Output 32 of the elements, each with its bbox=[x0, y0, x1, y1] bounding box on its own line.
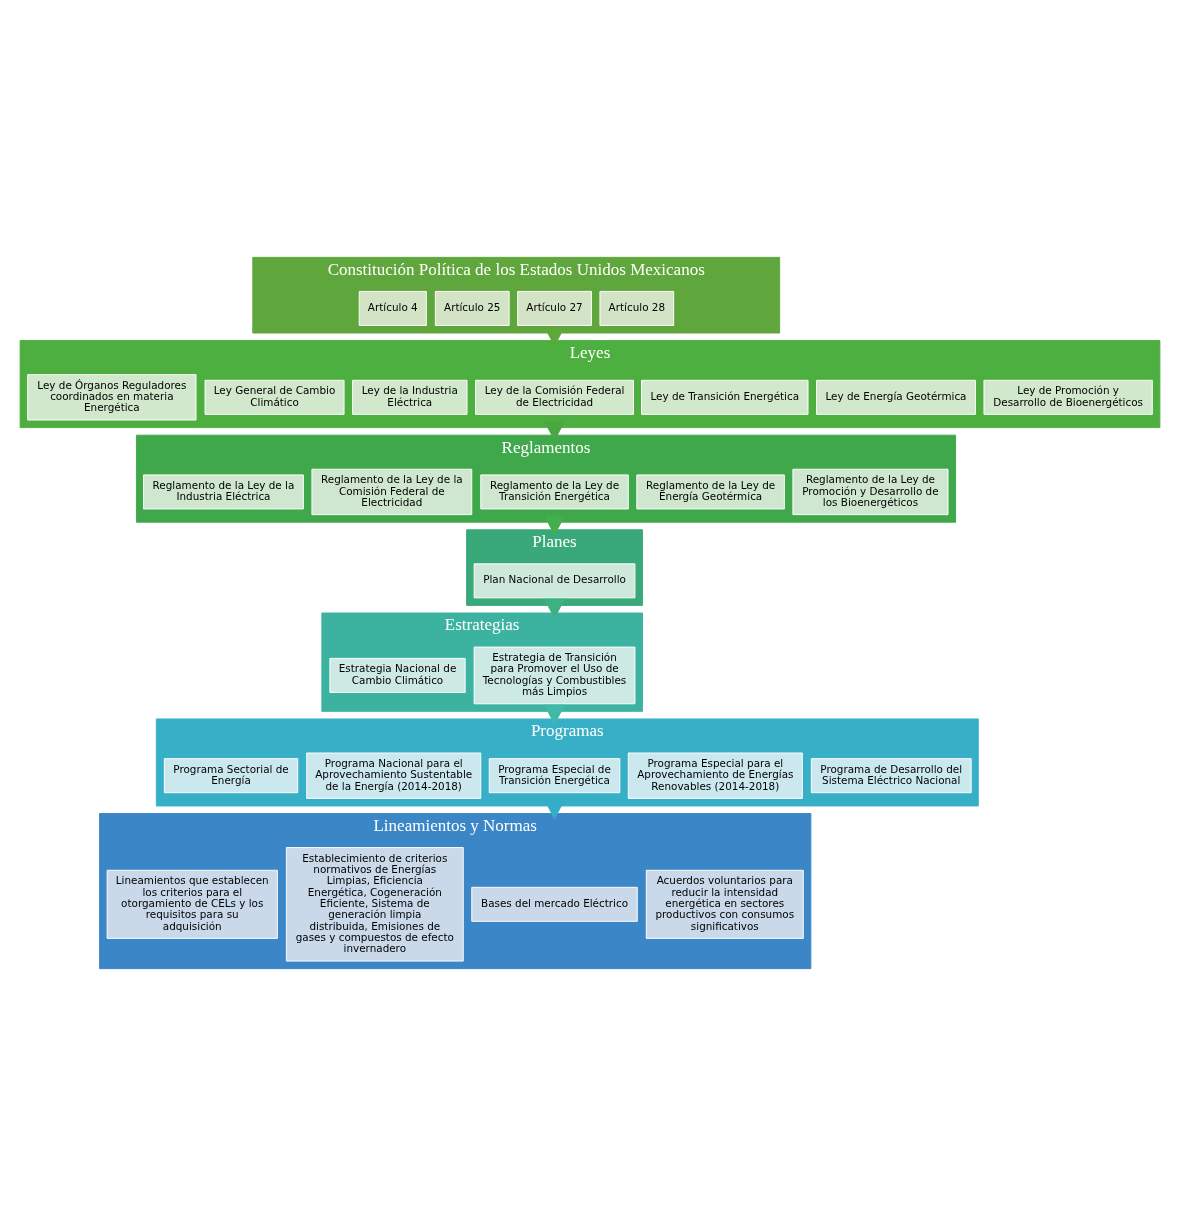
node-box: Bases del mercado Eléctrico bbox=[471, 886, 638, 922]
node-box: Ley de la Industria Eléctrica bbox=[352, 379, 468, 415]
node-box: Plan Nacional de Desarrollo bbox=[473, 563, 636, 599]
node-box: Ley de Promoción y Desarrollo de Bioenergéticos bbox=[983, 379, 1153, 415]
node-box: Programa Especial para el Aprovechamiento de Energías Renovables (2014-2018) bbox=[627, 752, 803, 799]
node-box: Reglamento de la Ley de Promoción y Desarrollo de los Bioenergéticos bbox=[792, 468, 949, 516]
node-box: Ley de Órganos Reguladores coordinados en materia Energética bbox=[27, 374, 197, 421]
arrow bbox=[543, 598, 566, 620]
node-box: Reglamento de la Ley de Transición Energética bbox=[480, 474, 629, 510]
node-box: Artículo 27 bbox=[517, 290, 592, 326]
node-box: Acuerdos voluntarios para reducir la intensidad energética en sectores productivos con consumos significativos bbox=[645, 869, 804, 939]
node-box: Ley de la Comisión Federal de Electricidad bbox=[475, 379, 634, 415]
node-box: Programa Sectorial de Energía bbox=[163, 758, 299, 794]
node-box: Ley de Energía Geotérmica bbox=[816, 379, 976, 415]
arrow bbox=[543, 515, 566, 536]
node-box: Ley General de Cambio Climático bbox=[204, 379, 345, 415]
node-box: Programa de Desarrollo del Sistema Eléctrico Nacional bbox=[810, 758, 972, 794]
node-box: Establecimiento de criterios normativos de Energías Limpias, Eficiencia Energética, Cogeneración Eficiente, Sistema de generación limpia distribuida, Emisiones de gases y compuestos de efecto invernadero bbox=[285, 847, 464, 962]
node-box: Reglamento de la Ley de la Industria Eléctrica bbox=[143, 474, 304, 510]
node-box: Ley de Transición Energética bbox=[641, 379, 809, 415]
arrow bbox=[543, 704, 566, 726]
node-box: Estrategia Nacional de Cambio Climático bbox=[329, 657, 466, 693]
node-box: Lineamientos que establecen los criterios para el otorgamiento de CELs y los requisitos para su adquisición bbox=[106, 869, 278, 939]
node-box: Programa Especial de Transición Energética bbox=[488, 758, 621, 794]
arrow bbox=[543, 421, 566, 442]
node-box: Reglamento de la Ley de la Comisión Federal de Electricidad bbox=[311, 468, 473, 516]
node-box: Programa Nacional para el Aprovechamiento Sustentable de la Energía (2014-2018) bbox=[306, 752, 482, 799]
node-box: Reglamento de la Ley de Energía Geotérmica bbox=[636, 474, 785, 510]
node-box: Estrategia de Transición para Promover el Uso de Tecnologías y Combustibles más Limpios bbox=[473, 646, 636, 705]
node-box: Artículo 28 bbox=[599, 290, 675, 326]
node-box: Artículo 25 bbox=[434, 290, 510, 326]
node-box: Artículo 4 bbox=[358, 290, 427, 326]
